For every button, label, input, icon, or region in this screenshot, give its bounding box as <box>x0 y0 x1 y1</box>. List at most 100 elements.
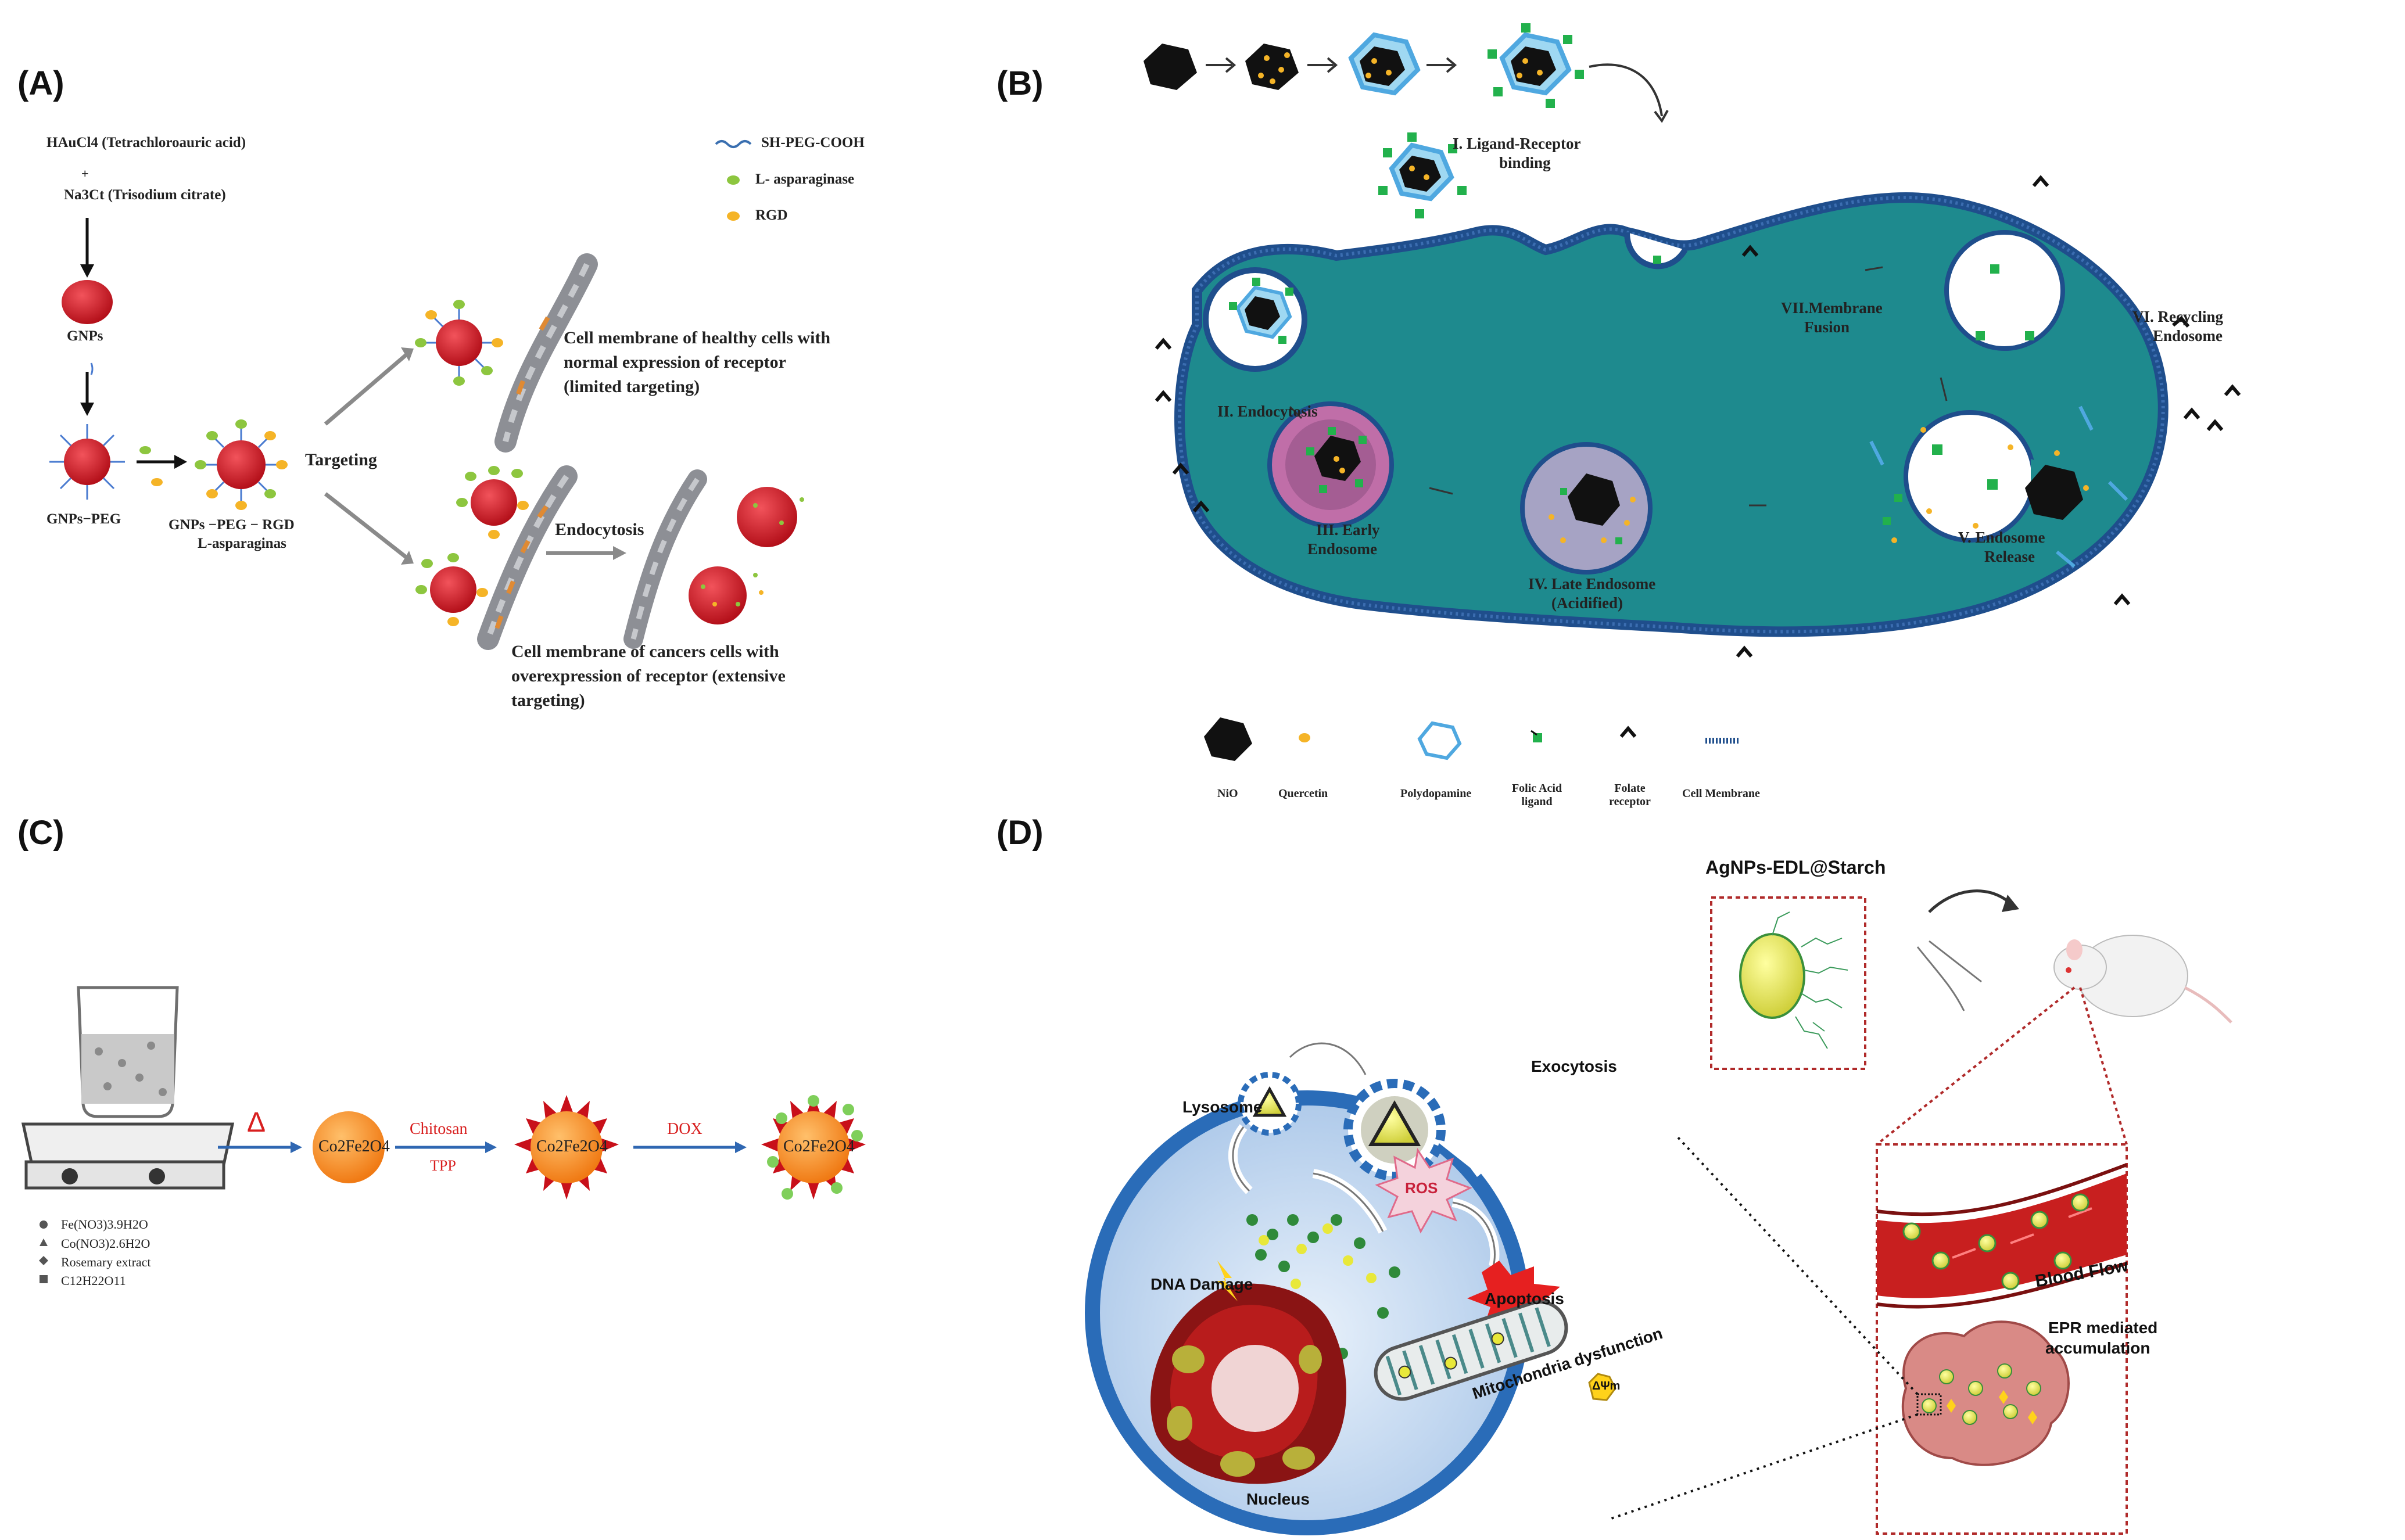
panel-c: (C) <box>0 802 959 1324</box>
green-square-icon <box>1531 730 1542 742</box>
nucleus-label: Nucleus <box>1246 1490 1310 1508</box>
panel-a-label: (A) <box>17 64 64 102</box>
triangle-icon <box>40 1239 48 1246</box>
cancer-text-1: Cell membrane of cancers cells with <box>511 642 779 661</box>
lightning-icon <box>1217 1261 1238 1301</box>
stage-7-line1: VII.Membrane <box>1781 299 1883 317</box>
wavy-line-icon <box>715 140 752 148</box>
legend-b-membrane: Cell Membrane <box>1682 787 1760 800</box>
delta-symbol: Δ <box>247 1107 266 1138</box>
dpsi-label: ΔΨm <box>1592 1380 1621 1392</box>
stage-3-line1: III. Early <box>1316 521 1380 539</box>
blue-hexagon-icon <box>1417 721 1462 760</box>
internalized-particle-2 <box>689 566 764 624</box>
legend-b-polydopamine: Polydopamine <box>1400 787 1472 800</box>
panel-a-graphics <box>49 140 804 650</box>
gnp-sphere <box>62 280 113 324</box>
panel-d-label: (D) <box>997 814 1044 852</box>
exocytosis-label: Exocytosis <box>1531 1057 1617 1075</box>
co2fe2o4-sphere <box>313 1111 385 1183</box>
beaker-hotplate <box>21 986 235 1190</box>
reagent-na3ct: Na3Ct (Trisodium citrate) <box>64 187 226 203</box>
legend-c-1: Fe(NO3)3.9H2O <box>61 1217 148 1232</box>
tpp-label: TPP <box>430 1157 456 1174</box>
stage-1-line1: I. Ligand-Receptor <box>1453 135 1581 152</box>
legend-a-peg: SH-PEG-COOH <box>761 135 865 150</box>
panel-c-graphics <box>21 986 866 1283</box>
legend-b-folic: Folic Acid ligand <box>1511 782 1562 808</box>
orange-dot-icon <box>1299 733 1310 742</box>
gnp-peg <box>49 424 125 500</box>
lysosome-label: Lysosome <box>1182 1098 1263 1116</box>
mouse <box>2053 935 2232 1024</box>
dox-label: DOX <box>667 1120 702 1138</box>
stage-3-line2: Endosome <box>1307 540 1378 558</box>
functionalized-particle <box>1488 23 1584 108</box>
panel-d-graphics <box>1085 889 2232 1535</box>
gnps-label: GNPs <box>67 328 103 344</box>
dox-loaded-sphere <box>761 1095 866 1200</box>
nio-hexagon <box>1144 44 1197 90</box>
stage-5-line1: V. Endosome <box>1958 529 2045 546</box>
gnps-peg-label: GNPs−PEG <box>46 511 121 527</box>
ros-burst <box>1375 1148 1472 1234</box>
orange-dot-icon <box>727 211 740 221</box>
product-label-1: Co2Fe2O4 <box>318 1137 390 1155</box>
nucleus <box>1150 1261 1347 1484</box>
legend-a-asparaginase: L- asparaginase <box>755 171 855 187</box>
reagent-plus: + <box>81 166 89 181</box>
particle-cancer-2 <box>415 553 488 626</box>
stage-6-line2: Endosome <box>2153 327 2223 344</box>
stage-4-line1: IV. Late Endosome <box>1528 575 1656 593</box>
legend-b-nio: NiO <box>1217 787 1238 800</box>
epr-label-1: EPR mediated <box>2048 1319 2158 1337</box>
membrane-potential-badge <box>1588 1373 1617 1401</box>
apoptosis-label: Apoptosis <box>1485 1290 1564 1308</box>
gnp-peg-rgd <box>195 419 288 510</box>
tumor <box>1901 1320 2070 1466</box>
legend-c-3: Rosemary extract <box>61 1255 151 1269</box>
square-icon <box>40 1275 48 1283</box>
syringe-hand <box>1916 940 1982 1011</box>
d-title: AgNPs-EDL@Starch <box>1705 857 1886 878</box>
healthy-text-1: Cell membrane of healthy cells with <box>564 328 831 347</box>
legend-b-quercetin: Quercetin <box>1278 787 1328 800</box>
legend-a-rgd: RGD <box>755 207 788 223</box>
stage-5-line2: Release <box>1984 548 2035 565</box>
reagent-hauccl4: HAuCl4 (Tetrachloroauric acid) <box>46 135 246 150</box>
hexagon-icon <box>1204 717 1252 761</box>
panel-b-label: (B) <box>997 64 1044 102</box>
stage-6-line1: VI. Recycling <box>2132 308 2223 325</box>
healthy-text-3: (limited targeting) <box>564 377 700 396</box>
chitosan-label: Chitosan <box>410 1120 468 1138</box>
green-dot-icon <box>727 175 740 185</box>
panel-a: (A) HAuCl4 (Tetrachloroauric acid) + Na3… <box>0 0 1162 773</box>
stage-2: II. Endocytosis <box>1217 403 1318 420</box>
healthy-text-2: normal expression of receptor <box>564 353 786 372</box>
chevron-icon <box>1619 726 1637 738</box>
legend-c-2: Co(NO3)2.6H2O <box>61 1236 150 1251</box>
diamond-icon <box>39 1256 48 1265</box>
panel-d: (D) <box>988 802 2405 1540</box>
epr-label-2: accumulation <box>2045 1339 2150 1357</box>
gnps-peg-rgd-label-2: L-asparaginas <box>198 536 286 551</box>
dna-damage-label: DNA Damage <box>1150 1275 1253 1293</box>
stage-7-line2: Fusion <box>1804 318 1850 336</box>
scattered-particles <box>1246 1214 1400 1359</box>
mitochondria <box>1374 1300 1568 1401</box>
endocytosis-label: Endocytosis <box>555 520 644 539</box>
circle-icon <box>40 1220 48 1229</box>
binding-particle <box>1378 132 1467 218</box>
chitosan-coated-sphere <box>514 1095 619 1200</box>
recycling-endosome <box>1944 230 2065 351</box>
stage-1-line2: binding <box>1499 154 1551 171</box>
panel-b-graphics <box>1144 23 2241 761</box>
internalized-particle-1 <box>737 487 804 547</box>
targeting-label: Targeting <box>305 450 377 469</box>
cancer-text-3: targeting) <box>511 691 585 710</box>
gnps-peg-rgd-label: GNPs −PEG − RGD <box>169 517 295 533</box>
ros-label: ROS <box>1405 1179 1438 1197</box>
panel-b: (B) <box>988 0 2405 813</box>
legend-b-folate-receptor: Folate receptor <box>1609 782 1651 808</box>
stage-4-line2: (Acidified) <box>1551 594 1623 612</box>
